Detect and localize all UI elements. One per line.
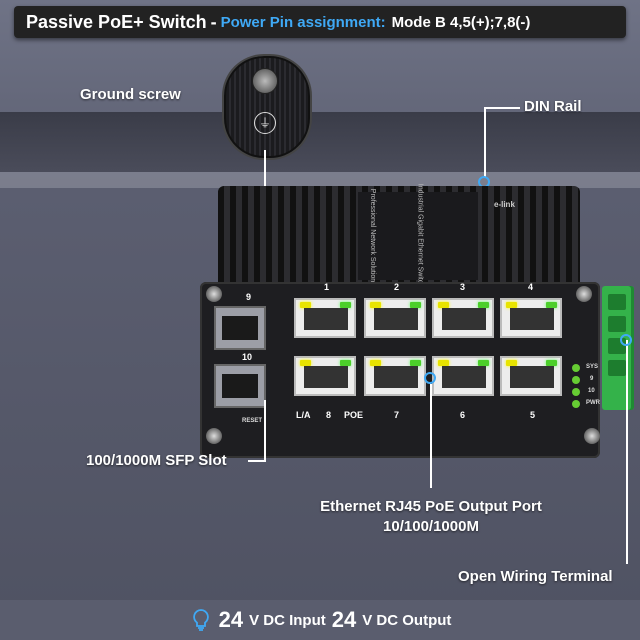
fin-text-2: Professional Network Solution bbox=[369, 188, 377, 283]
mount-bolt-br bbox=[584, 428, 600, 444]
poe-label: POE bbox=[344, 410, 364, 420]
sfp-leader-h bbox=[248, 460, 264, 462]
led-poe bbox=[546, 302, 557, 308]
mount-bolt-tr bbox=[576, 286, 592, 302]
rj45-port-1[interactable] bbox=[294, 298, 356, 338]
poe-switch: Industrial Gigabit Ethernet Switch Profe… bbox=[200, 184, 634, 458]
din-rail-label: DIN Rail bbox=[524, 98, 582, 115]
ethernet-marker bbox=[424, 372, 436, 384]
pin-assignment-label: Power Pin assignment: bbox=[220, 13, 386, 31]
sfp-slot-9[interactable] bbox=[214, 306, 266, 350]
status-led-sys bbox=[572, 364, 580, 372]
title-separator: - bbox=[210, 11, 217, 32]
rj45-port-8[interactable] bbox=[294, 356, 356, 396]
front-panel: 9 10 RESET 1 2 3 4 bbox=[200, 282, 600, 458]
port-number-4: 4 bbox=[528, 282, 534, 292]
output-label: V DC Output bbox=[362, 611, 452, 629]
screw-head bbox=[252, 68, 278, 94]
pin-assignment-mode: Mode B 4,5(+);7,8(-) bbox=[391, 13, 531, 31]
port-number-5: 5 bbox=[530, 410, 536, 420]
led-link bbox=[370, 302, 381, 308]
rj45-port-3[interactable] bbox=[432, 298, 494, 338]
ethernet-label-2: 10/100/1000M bbox=[383, 518, 479, 535]
sfp-leader-v bbox=[264, 400, 266, 462]
ground-screw-leader bbox=[264, 150, 266, 194]
mount-bolt-tl bbox=[206, 286, 222, 302]
terminal-label: Open Wiring Terminal bbox=[458, 568, 613, 585]
led-poe bbox=[340, 360, 351, 366]
product-title: Passive PoE+ Switch bbox=[26, 11, 207, 32]
input-label: V DC Input bbox=[249, 611, 326, 629]
status-led-pwr bbox=[572, 400, 580, 408]
title-bar: Passive PoE+ Switch - Power Pin assignme… bbox=[14, 6, 626, 38]
led-poe bbox=[410, 360, 421, 366]
rj45-port-4[interactable] bbox=[500, 298, 562, 338]
ground-screw-closeup: ⏚ bbox=[224, 56, 310, 158]
port-number-1: 1 bbox=[324, 282, 330, 292]
sfp-label-10: 10 bbox=[242, 352, 253, 362]
port-number-3: 3 bbox=[460, 282, 466, 292]
rj45-port-5[interactable] bbox=[500, 356, 562, 396]
led-link bbox=[438, 360, 449, 366]
power-info-bar: 24 V DC Input 24 V DC Output bbox=[0, 600, 640, 640]
din-rail-leader-h bbox=[484, 107, 520, 109]
status-label-9: 9 bbox=[590, 376, 594, 382]
port-number-7: 7 bbox=[394, 410, 400, 420]
status-label-sys: SYS bbox=[586, 364, 599, 370]
status-led-10 bbox=[572, 388, 580, 396]
output-voltage: 24 bbox=[331, 607, 357, 632]
led-link bbox=[300, 302, 311, 308]
status-label-pwr: PWR bbox=[586, 400, 600, 406]
led-poe bbox=[478, 360, 489, 366]
heatsink-fins: Industrial Gigabit Ethernet Switch Profe… bbox=[218, 184, 580, 287]
status-led-9 bbox=[572, 376, 580, 384]
port-number-8: 8 bbox=[326, 410, 332, 420]
led-link bbox=[300, 360, 311, 366]
led-poe bbox=[478, 302, 489, 308]
la-label: L/A bbox=[296, 410, 311, 420]
sfp-slot-10[interactable] bbox=[214, 364, 266, 408]
led-link bbox=[506, 360, 517, 366]
led-link bbox=[438, 302, 449, 308]
status-label-10: 10 bbox=[588, 388, 595, 394]
led-poe bbox=[340, 302, 351, 308]
terminal-marker bbox=[620, 334, 632, 346]
rj45-port-2[interactable] bbox=[364, 298, 426, 338]
rj45-port-6[interactable] bbox=[432, 356, 494, 396]
background-wall bbox=[0, 112, 640, 172]
input-voltage: 24 bbox=[218, 607, 244, 632]
mount-bolt-bl bbox=[206, 428, 222, 444]
led-link bbox=[506, 302, 517, 308]
wiring-terminal[interactable] bbox=[602, 286, 634, 410]
terminal-leader bbox=[626, 340, 628, 564]
led-poe bbox=[410, 302, 421, 308]
port-number-2: 2 bbox=[394, 282, 400, 292]
label-panel: Industrial Gigabit Ethernet Switch Profe… bbox=[358, 184, 478, 287]
ground-screw-label: Ground screw bbox=[80, 86, 181, 103]
rj45-port-7[interactable] bbox=[364, 356, 426, 396]
fin-text-1: Industrial Gigabit Ethernet Switch bbox=[416, 183, 424, 288]
lightbulb-icon bbox=[192, 609, 209, 631]
reset-label: RESET bbox=[242, 418, 263, 424]
ethernet-leader bbox=[430, 384, 432, 488]
ground-icon: ⏚ bbox=[254, 112, 276, 134]
din-rail-leader-v bbox=[484, 107, 486, 177]
brand-logo: e-link bbox=[494, 200, 515, 209]
sfp-label-9: 9 bbox=[246, 292, 252, 302]
port-number-6: 6 bbox=[460, 410, 466, 420]
sfp-slot-label: 100/1000M SFP Slot bbox=[86, 452, 227, 469]
led-poe bbox=[546, 360, 557, 366]
ethernet-label-1: Ethernet RJ45 PoE Output Port bbox=[320, 498, 542, 515]
led-link bbox=[370, 360, 381, 366]
